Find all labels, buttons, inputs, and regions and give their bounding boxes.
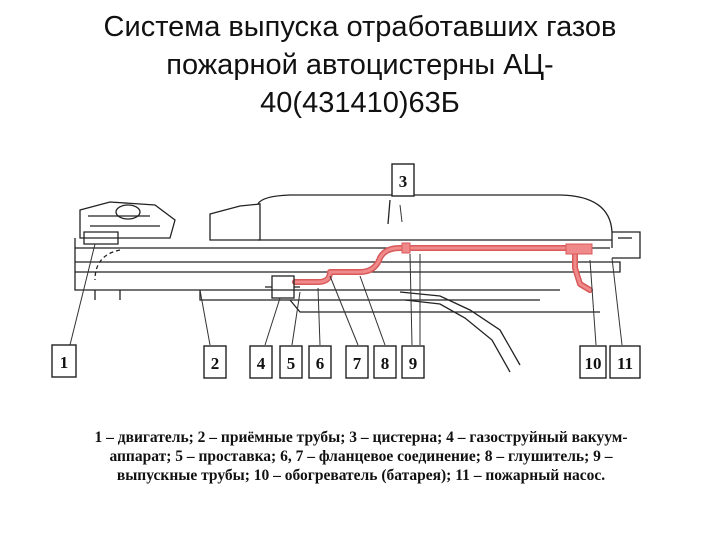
callout-3: 3 (391, 163, 415, 197)
callout-number-11: 11 (617, 354, 633, 373)
callout-5: 5 (279, 345, 303, 379)
callout-box-11 (609, 345, 641, 379)
callout-box-10 (579, 345, 607, 379)
callout-2: 2 (203, 345, 227, 379)
callout-box-5 (279, 345, 303, 379)
caption-line-1: 1 – двигатель; 2 – приёмные трубы; 3 – ц… (94, 429, 628, 446)
callout-number-9: 9 (409, 354, 418, 373)
callout-9: 9 (401, 345, 425, 379)
callout-number-7: 7 (353, 354, 362, 373)
truck-chassis-drawing (74, 194, 641, 373)
callout-1: 1 (51, 344, 77, 378)
callout-10: 10 (579, 345, 607, 379)
callout-box-2 (203, 345, 227, 379)
callout-number-5: 5 (287, 354, 296, 373)
figure-caption: 1 – двигатель; 2 – приёмные трубы; 3 – ц… (38, 428, 684, 485)
callout-number-2: 2 (211, 354, 220, 373)
callout-number-6: 6 (316, 354, 325, 373)
callout-box-1 (51, 344, 77, 378)
leader-lines (69, 204, 623, 346)
caption-line-3: выпускные трубы; 10 – обогреватель (бата… (116, 467, 606, 484)
callout-number-3: 3 (399, 172, 408, 191)
callout-box-7 (345, 345, 369, 379)
title-line-2: пожарной автоцистерны АЦ- (166, 49, 554, 81)
callout-box-4 (249, 345, 273, 379)
tank-outline (257, 194, 613, 248)
vacuum-apparatus (265, 275, 300, 299)
callout-box-9 (401, 345, 425, 379)
callout-number-10: 10 (585, 354, 602, 373)
engine-outline (79, 201, 176, 239)
callout-4: 4 (249, 345, 273, 379)
callout-7: 7 (345, 345, 369, 379)
callout-number-8: 8 (381, 354, 390, 373)
title-line-3: 40(431410)63Б (260, 87, 460, 119)
slide-title: Система выпуска отработавших газов пожар… (60, 8, 660, 122)
exhaust-pipe (292, 242, 593, 293)
callout-box-8 (373, 345, 397, 379)
callout-number-4: 4 (257, 354, 266, 373)
callout-box-3 (391, 163, 415, 197)
caption-line-2: аппарат; 5 – проставка; 6, 7 – фланцевое… (109, 448, 613, 465)
callout-6: 6 (308, 345, 332, 379)
callout-8: 8 (373, 345, 397, 379)
callout-box-6 (308, 345, 332, 379)
callout-11: 11 (609, 345, 641, 379)
title-line-1: Система выпуска отработавших газов (103, 11, 617, 43)
callout-number-1: 1 (60, 353, 69, 372)
